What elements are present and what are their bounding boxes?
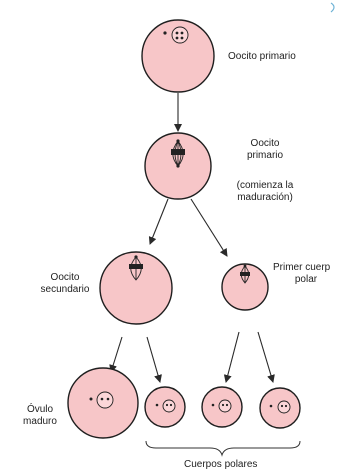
label-line: maduración) [237,192,293,203]
label-line: Primer cuerp [273,262,331,273]
label-mature-ovum: Óvulo maduro [19,404,61,428]
label-line: primario [246,150,284,161]
label-primary-oocyte-top: Oocito primario [228,51,296,62]
centrosome [89,397,93,401]
label-line: polar [294,274,318,285]
corner-mark [330,2,335,13]
label-line: Óvulo [26,404,54,415]
mature-ovum-cell [67,367,139,439]
arrow-2-right [190,198,228,257]
arrow-3b [146,336,162,383]
arrow-2-left [148,198,169,245]
polar-body-cell-3 [259,387,301,429]
polar-body-cell-1 [144,386,186,428]
polar-body-cell-2 [201,386,243,428]
arrow-3a [109,336,123,373]
nucleus [96,391,114,409]
label-line: secundario [40,284,90,295]
nucleus [171,26,189,44]
label-line: maduro [23,416,57,427]
primary-oocyte-cell [141,19,215,93]
arrow-4b [257,331,275,383]
polar-bodies-brace [145,440,301,457]
label-maturation: (comienza la maduración) [226,180,304,204]
label-polar-bodies: Cuerpos polares [184,459,258,470]
arrow-4a [223,331,240,383]
secondary-oocyte-cell [99,251,173,325]
first-polar-body-cell [221,263,269,311]
label-line: Oocito [50,272,80,283]
label-line: Oocito [250,138,280,149]
maturing-primary-oocyte-cell [144,132,212,200]
label-first-polar-body: Primer cuerp polar [273,262,339,286]
label-primary-oocyte-mid: Oocito primario [233,138,297,162]
label-line: (comienza la [236,180,294,191]
label-secondary-oocyte: Oocito secundario [33,272,97,296]
centrosome [163,31,167,35]
